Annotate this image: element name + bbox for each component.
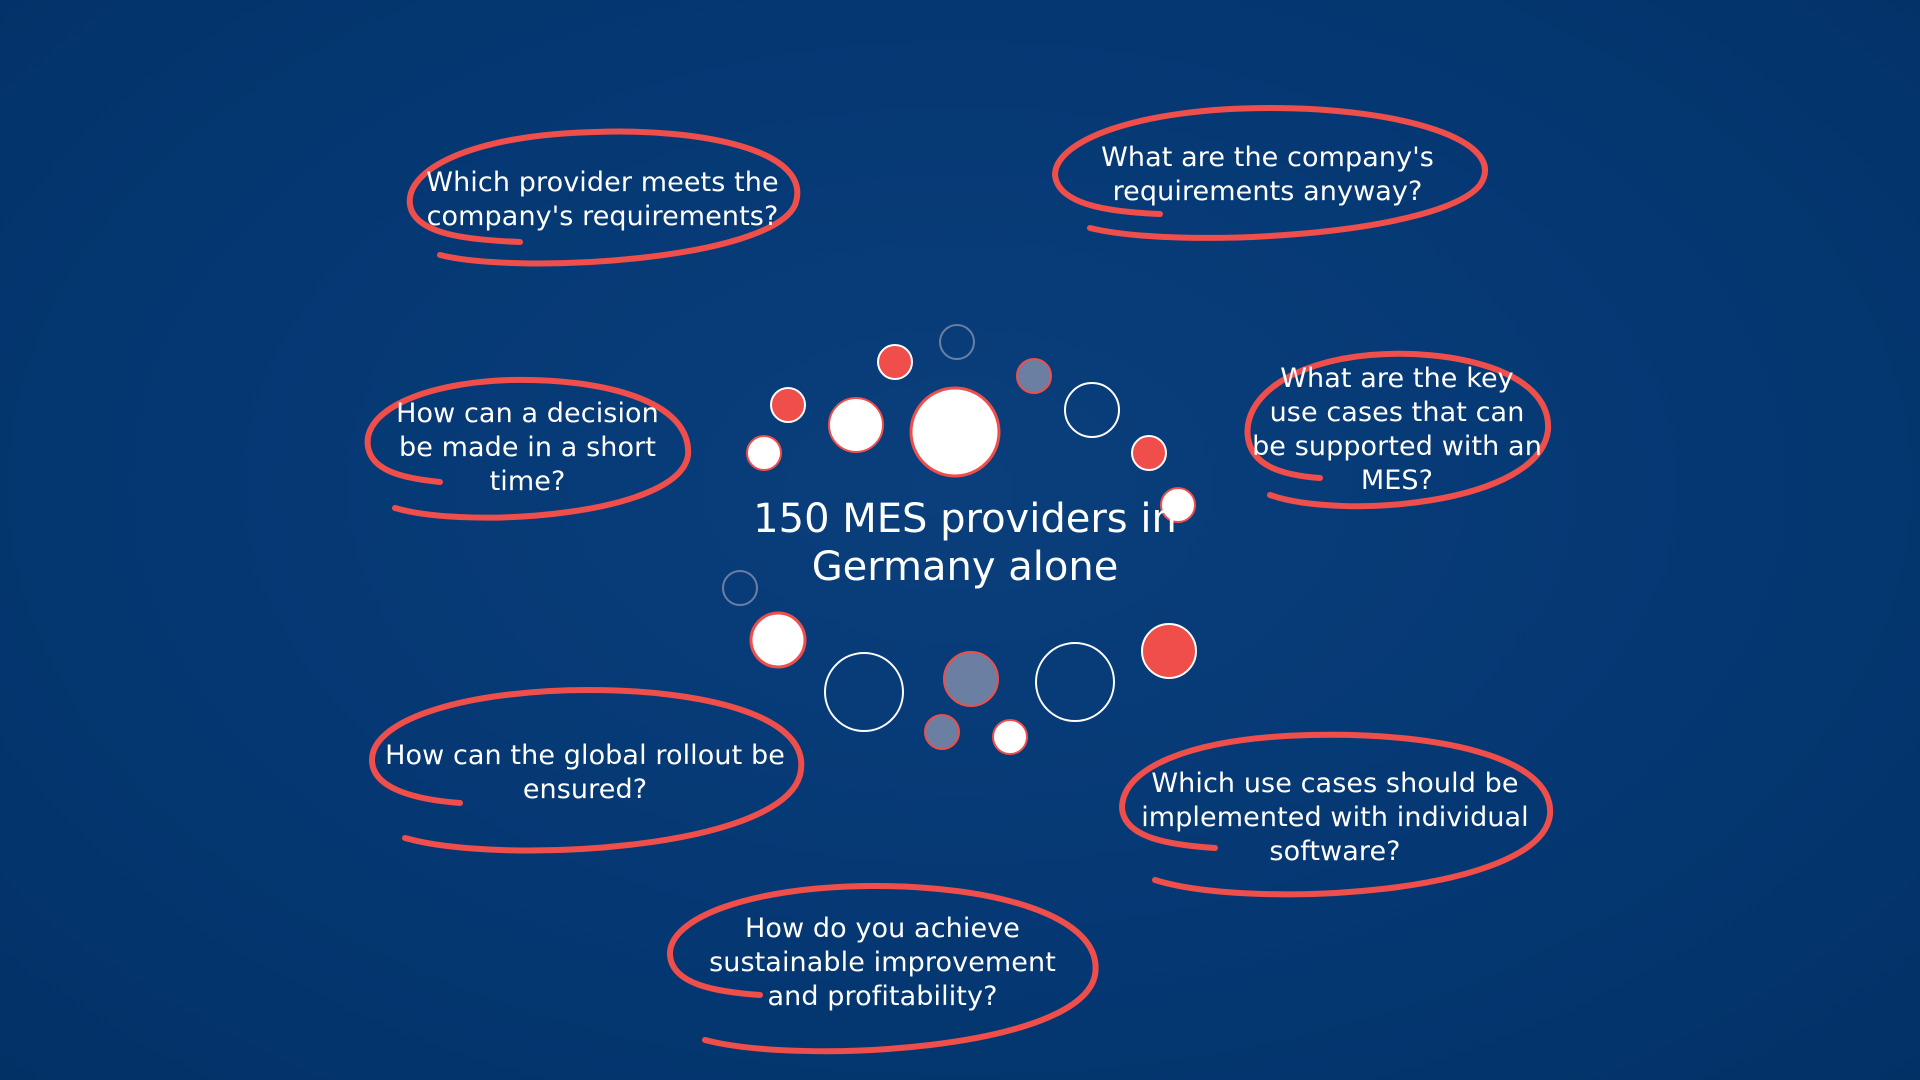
question-sustainable-improvement: How do you achieve sustainable improveme… xyxy=(709,912,1056,1012)
bubble xyxy=(1035,642,1115,722)
question-key-use-cases: What are the key use cases that can be s… xyxy=(1252,363,1542,496)
ellipse-q6 xyxy=(1118,731,1554,898)
bubble xyxy=(992,719,1028,755)
ellipse-q4 xyxy=(1244,350,1552,510)
bubble xyxy=(877,344,913,380)
bubble xyxy=(722,570,758,606)
question-company-requirements: What are the company's requirements anyw… xyxy=(1101,142,1434,207)
question-provider-requirements: Which provider meets the company's requi… xyxy=(426,167,779,232)
bubble xyxy=(1016,358,1052,394)
bubble xyxy=(943,651,999,707)
ellipse-q1 xyxy=(406,128,801,267)
center-title: 150 MES providers in Germany alone xyxy=(753,496,1177,590)
bubble xyxy=(770,387,806,423)
bubble xyxy=(746,435,782,471)
bubble xyxy=(828,397,884,453)
bubble xyxy=(749,611,807,669)
question-short-decision: How can a decision be made in a short ti… xyxy=(396,398,659,497)
bubble xyxy=(909,386,1001,478)
question-global-rollout: How can the global rollout be ensured? xyxy=(385,740,785,805)
question-individual-software: Which use cases should be implemented wi… xyxy=(1141,767,1529,867)
ellipse-q2 xyxy=(1051,104,1488,241)
bubble xyxy=(1064,382,1120,438)
bubble xyxy=(824,652,904,732)
bubble xyxy=(1131,435,1167,471)
bubble-cluster xyxy=(722,324,1197,755)
bubble xyxy=(1160,487,1196,523)
ellipse-q5 xyxy=(368,686,805,854)
ellipse-q7 xyxy=(666,882,1099,1055)
bubble xyxy=(1141,623,1197,679)
bubble xyxy=(939,324,975,360)
ellipse-q3 xyxy=(364,376,692,521)
bubble xyxy=(924,714,960,750)
